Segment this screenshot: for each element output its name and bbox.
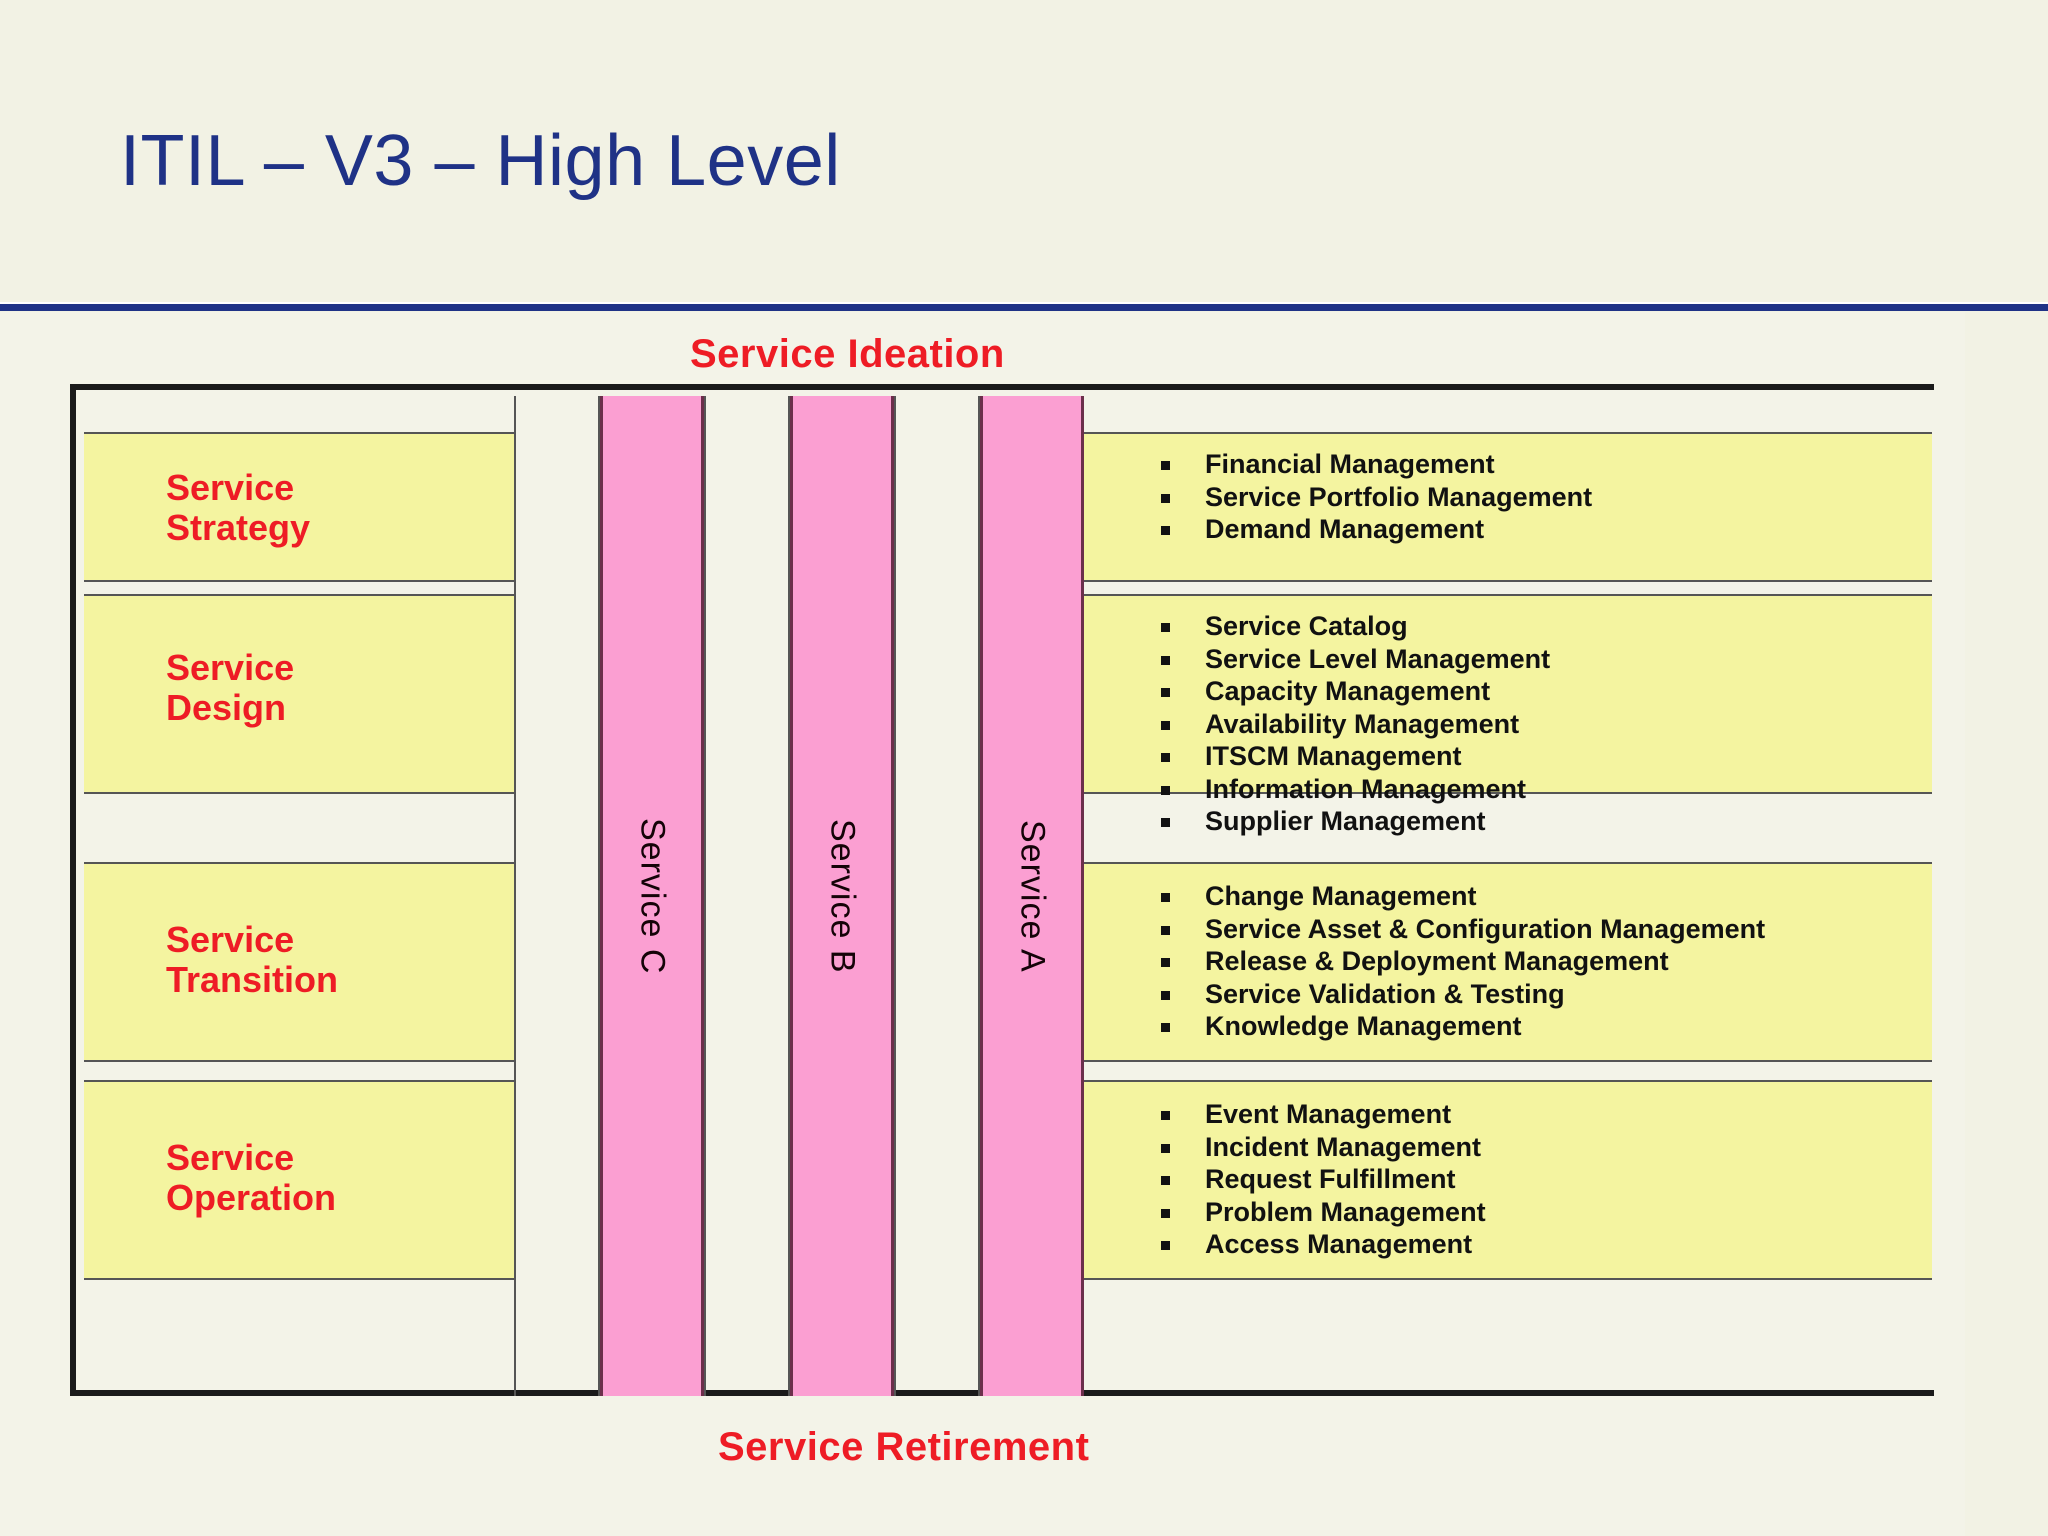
process-list-item: Financial Management — [1161, 448, 1592, 481]
stage-band-left-transition — [84, 862, 514, 1062]
slide-header: ITIL – V3 – High Level — [0, 0, 2048, 302]
process-list-item: Service Catalog — [1161, 610, 1550, 643]
process-list-item: Incident Management — [1161, 1131, 1486, 1164]
lane-gap-2 — [704, 396, 790, 1396]
process-list-item: ITSCM Management — [1161, 740, 1550, 773]
stage-label-service-strategy: Service Strategy — [166, 467, 311, 549]
lane-gap-1 — [514, 396, 600, 1396]
service-column-label-c: Service C — [633, 817, 672, 975]
process-list-item: Release & Deployment Management — [1161, 945, 1765, 978]
service-column-label-a: Service A — [1013, 819, 1052, 973]
matrix-right-rule — [1932, 390, 1934, 1402]
process-list-item: Service Validation & Testing — [1161, 978, 1765, 1011]
process-list-item: Demand Management — [1161, 513, 1592, 546]
stage-label-service-transition: Service Transition — [166, 919, 339, 1001]
lane-gap-3 — [894, 396, 980, 1396]
page-title: ITIL – V3 – High Level — [120, 121, 841, 201]
process-list-item: Service Asset & Configuration Management — [1161, 913, 1765, 946]
service-column-service-b[interactable]: Service B — [790, 396, 894, 1396]
process-list-item: Supplier Management — [1161, 805, 1550, 838]
service-column-service-c[interactable]: Service C — [600, 396, 704, 1396]
process-list-item: Event Management — [1161, 1098, 1486, 1131]
stage-band-left-strategy — [84, 432, 514, 582]
process-list-item: Capacity Management — [1161, 675, 1550, 708]
process-list-item: Information Management — [1161, 773, 1550, 806]
process-list-item: Problem Management — [1161, 1196, 1486, 1229]
diagram-canvas: Service Ideation Service Strategy Servic… — [0, 312, 1965, 1536]
process-list-item: Request Fulfillment — [1161, 1163, 1486, 1196]
service-column-service-a[interactable]: Service A — [980, 396, 1084, 1396]
stage-band-right-design — [1079, 594, 1932, 794]
service-retirement-caption: Service Retirement — [718, 1425, 1090, 1469]
stage-band-right-transition — [1079, 862, 1932, 1062]
itil-lifecycle-diagram: Service Ideation Service Strategy Servic… — [0, 312, 2048, 1536]
stage-label-service-design: Service Design — [166, 647, 295, 729]
stage-band-left-design — [84, 594, 514, 794]
process-list-item: Change Management — [1161, 880, 1765, 913]
service-ideation-caption: Service Ideation — [690, 332, 1005, 376]
stage-label-service-operation: Service Operation — [166, 1137, 337, 1219]
header-divider-rule — [0, 302, 2048, 311]
service-column-label-b: Service B — [823, 818, 862, 974]
process-list-item: Access Management — [1161, 1228, 1486, 1261]
stage-service-matrix: Service Strategy Service Design Service … — [70, 384, 1934, 1396]
process-list-item: Service Level Management — [1161, 643, 1550, 676]
stage-band-right-operation — [1079, 1080, 1932, 1280]
process-list-item: Knowledge Management — [1161, 1010, 1765, 1043]
process-list-item: Service Portfolio Management — [1161, 481, 1592, 514]
process-list-item: Availability Management — [1161, 708, 1550, 741]
stage-band-left-operation — [84, 1080, 514, 1280]
stage-band-right-strategy — [1079, 432, 1932, 582]
